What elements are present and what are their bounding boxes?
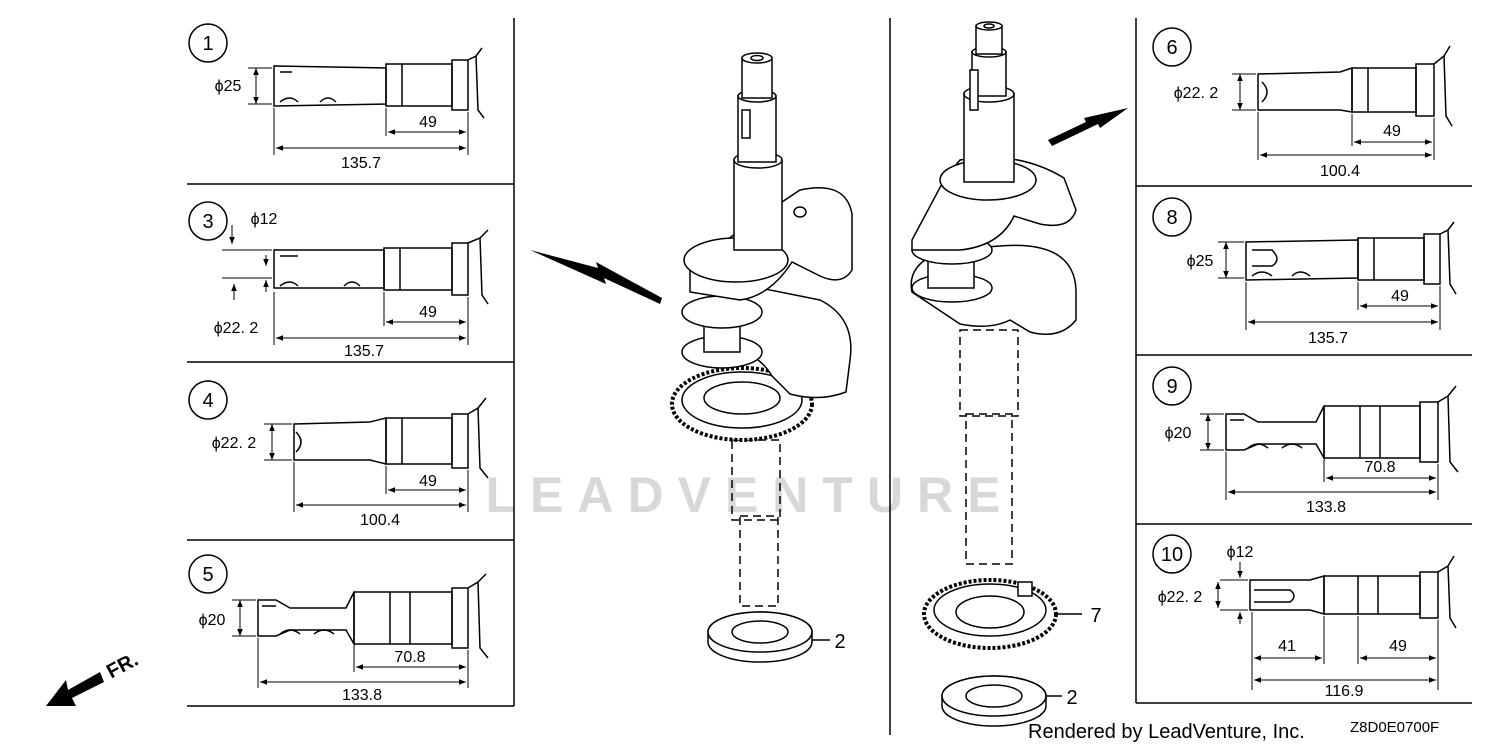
panel-5-diameter: ϕ20 <box>199 612 226 629</box>
panel-4-total: 100.4 <box>360 512 400 529</box>
crankshaft-left <box>670 52 853 607</box>
panel-4-number: 4 <box>202 390 213 412</box>
crankshaft-right <box>910 21 1077 565</box>
panel-10-total: 116.9 <box>1325 683 1364 700</box>
shaft-end-3 <box>273 229 489 305</box>
panel-9-total: 133.8 <box>1306 499 1346 516</box>
panel-3-diameter-top: ϕ12 <box>251 211 278 228</box>
shaft-end-6 <box>1257 45 1453 127</box>
panel-5-total: 133.8 <box>342 687 382 704</box>
panel-6-diameter: ϕ22. 2 <box>1174 85 1219 102</box>
panel-8-dim-b: 49 <box>1391 288 1409 305</box>
washer-right <box>941 675 1062 727</box>
panel-3-diameter: ϕ22. 2 <box>214 320 259 337</box>
panel-6-total: 100.4 <box>1320 163 1360 180</box>
shaft-end-5 <box>257 573 489 659</box>
panel-10-diameter-top: ϕ12 <box>1227 544 1254 561</box>
gear-right <box>922 578 1082 650</box>
panel-10-number: 10 <box>1161 544 1183 566</box>
front-direction-arrow: FR. <box>46 649 142 706</box>
panel-1-dim-b: 49 <box>419 114 437 131</box>
panel-5-number: 5 <box>202 564 213 586</box>
washer-left <box>707 611 830 663</box>
panel-3-number: 3 <box>202 211 213 233</box>
panel-4: 4 ϕ22. 2 49 100.4 <box>188 380 489 529</box>
panel-8-diameter: ϕ25 <box>1187 253 1214 270</box>
washer-right-callout: 2 <box>1066 687 1077 709</box>
panel-1-diameter: ϕ25 <box>215 78 242 95</box>
panel-10-dim-a: 41 <box>1278 638 1296 655</box>
gear-right-callout: 7 <box>1090 605 1101 627</box>
panel-9-diameter: ϕ20 <box>1165 425 1192 442</box>
panel-10: 10 ϕ12 ϕ22. 2 41 49 116.9 <box>1152 534 1457 700</box>
right-panel-frame <box>1135 18 1472 704</box>
shaft-end-10 <box>1249 555 1457 629</box>
panel-10-diameter: ϕ22. 2 <box>1158 589 1203 606</box>
panel-5-dim-b: 70.8 <box>394 649 425 666</box>
panel-1-number: 1 <box>202 33 213 55</box>
diagram-code: Z8D0E0700F <box>1350 719 1439 736</box>
rendered-by-text: Rendered by LeadVenture, Inc. <box>1028 721 1305 743</box>
panel-9-dim-b: 70.8 <box>1364 459 1395 476</box>
panel-8: 8 ϕ25 49 135.7 <box>1152 197 1457 347</box>
watermark: LEADVENTURE <box>485 467 1014 523</box>
panel-1: 1 ϕ25 49 135.7 <box>188 23 485 172</box>
panel-8-number: 8 <box>1166 207 1177 229</box>
panel-4-diameter: ϕ22. 2 <box>212 435 257 452</box>
shaft-end-1 <box>273 47 485 119</box>
panel-6-number: 6 <box>1166 37 1177 59</box>
panel-6: 6 ϕ22. 2 49 100.4 <box>1152 27 1453 180</box>
panel-3-total: 135.7 <box>344 343 384 360</box>
panel-10-dim-b: 49 <box>1389 638 1407 655</box>
shaft-end-4 <box>293 397 489 479</box>
panel-1-total: 135.7 <box>341 155 381 172</box>
shaft-end-9 <box>1225 385 1459 473</box>
left-panel-frame <box>187 18 515 707</box>
panel-3: 3 ϕ12 ϕ22. 2 49 135.7 <box>188 201 489 360</box>
panel-5: 5 ϕ20 70.8 133.8 <box>188 554 489 704</box>
pointer-arrow-left <box>530 250 662 304</box>
panel-6-dim-b: 49 <box>1383 123 1401 140</box>
shaft-end-8 <box>1245 221 1457 295</box>
panel-9: 9 ϕ20 70.8 133.8 <box>1152 366 1459 516</box>
front-direction-label: FR. <box>103 649 142 684</box>
pointer-arrow-right <box>1048 108 1128 146</box>
panel-9-number: 9 <box>1166 376 1177 398</box>
panel-3-dim-b: 49 <box>419 304 437 321</box>
panel-4-dim-b: 49 <box>419 473 437 490</box>
panel-8-total: 135.7 <box>1308 330 1348 347</box>
washer-left-callout: 2 <box>834 631 845 653</box>
